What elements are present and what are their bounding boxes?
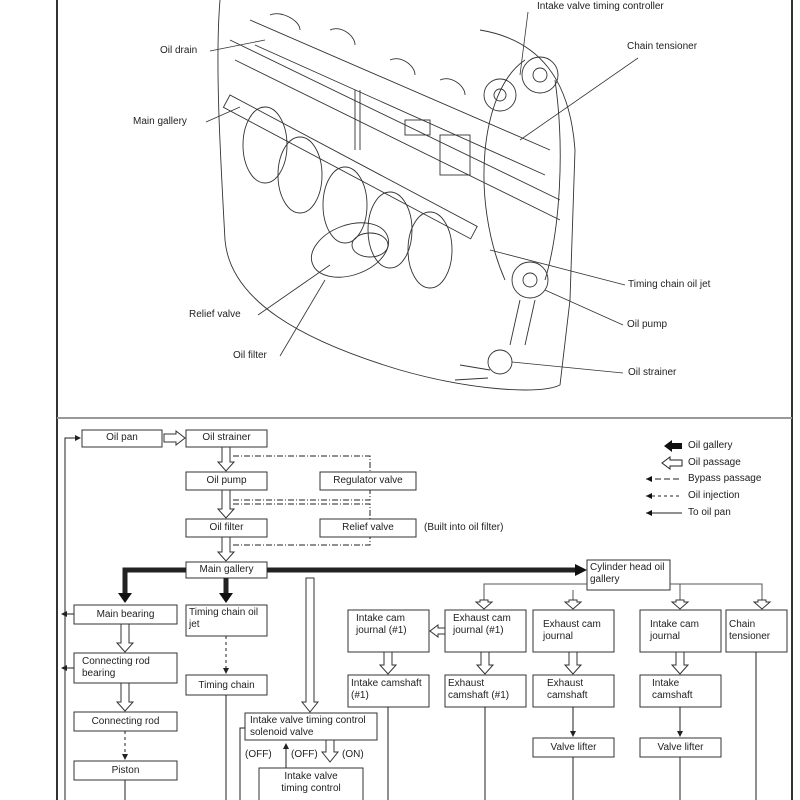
node-valve-lifter-intake: Valve lifter	[657, 742, 704, 753]
callout-chain-tensioner: Chain tensioner	[627, 41, 698, 52]
node-main-gallery: Main gallery	[199, 564, 254, 575]
node-connecting-rod-bearing: Connecting rod bearing	[82, 656, 150, 679]
node-exhaust-camshaft: Exhaust camshaft	[547, 678, 588, 701]
node-main-bearing: Main bearing	[96, 609, 155, 620]
relief-valve-note: (Built into oil filter)	[424, 522, 504, 533]
legend-oil-injection: Oil injection	[688, 490, 740, 501]
legend-oil-gallery: Oil gallery	[688, 440, 733, 451]
legend-oil-passage: Oil passage	[688, 457, 741, 468]
node-exhaust-cam-journal: Exhaust cam journal	[543, 619, 601, 642]
node-intake-cam-journal-1: Intake cam journal (#1)	[356, 613, 407, 636]
callout-intake-valve-timing-controller: Intake valve timing controller	[535, 1, 666, 12]
legend-bypass-passage: Bypass passage	[688, 473, 762, 484]
callout-main-gallery: Main gallery	[133, 116, 187, 127]
node-valve-lifter-exhaust: Valve lifter	[550, 742, 597, 753]
node-exhaust-cam-journal-1: Exhaust cam journal (#1)	[453, 613, 511, 636]
node-oil-strainer: Oil strainer	[202, 432, 251, 443]
node-cylinder-head-oil-gallery: Cylinder head oil gallery	[590, 562, 665, 585]
callout-oil-strainer: Oil strainer	[628, 367, 677, 378]
node-exhaust-camshaft-1: Exhaust camshaft (#1)	[448, 678, 510, 701]
node-oil-pump: Oil pump	[206, 475, 247, 486]
flow-connectors	[61, 435, 763, 800]
node-connecting-rod: Connecting rod	[91, 716, 160, 727]
flowchart-boxes	[73, 429, 788, 800]
state-off-1: (OFF)	[245, 749, 272, 760]
callout-oil-drain: Oil drain	[160, 45, 198, 56]
engine-illustration	[217, 0, 576, 391]
oil-passage-arrows	[115, 429, 772, 763]
callout-relief-valve: Relief valve	[189, 309, 241, 320]
node-timing-chain-oil-jet: Timing chain oil jet	[189, 607, 259, 630]
node-oil-pan: Oil pan	[106, 432, 138, 443]
node-timing-chain: Timing chain	[198, 680, 255, 691]
node-piston: Piston	[111, 765, 140, 776]
node-intake-valve-timing-control: Intake valve timing control	[281, 771, 341, 794]
callout-oil-pump: Oil pump	[627, 319, 668, 330]
node-ivtc-solenoid-valve: Intake valve timing control solenoid val…	[250, 715, 366, 738]
callout-timing-chain-oil-jet: Timing chain oil jet	[628, 279, 711, 290]
callout-leaders	[205, 11, 639, 374]
legend-to-oil-pan: To oil pan	[688, 507, 731, 518]
node-relief-valve: Relief valve	[342, 522, 394, 533]
legend-marks	[646, 440, 683, 516]
node-oil-filter: Oil filter	[209, 522, 244, 533]
node-regulator-valve: Regulator valve	[333, 475, 403, 486]
callout-oil-filter: Oil filter	[233, 350, 267, 361]
state-off-2: (OFF)	[291, 749, 318, 760]
node-intake-camshaft-1: Intake camshaft (#1)	[351, 678, 422, 701]
node-chain-tensioner: Chain tensioner	[729, 619, 771, 642]
node-intake-cam-journal: Intake cam journal	[650, 619, 699, 642]
frame	[56, 0, 793, 800]
node-intake-camshaft: Intake camshaft	[652, 678, 693, 701]
state-on: (ON)	[342, 749, 364, 760]
